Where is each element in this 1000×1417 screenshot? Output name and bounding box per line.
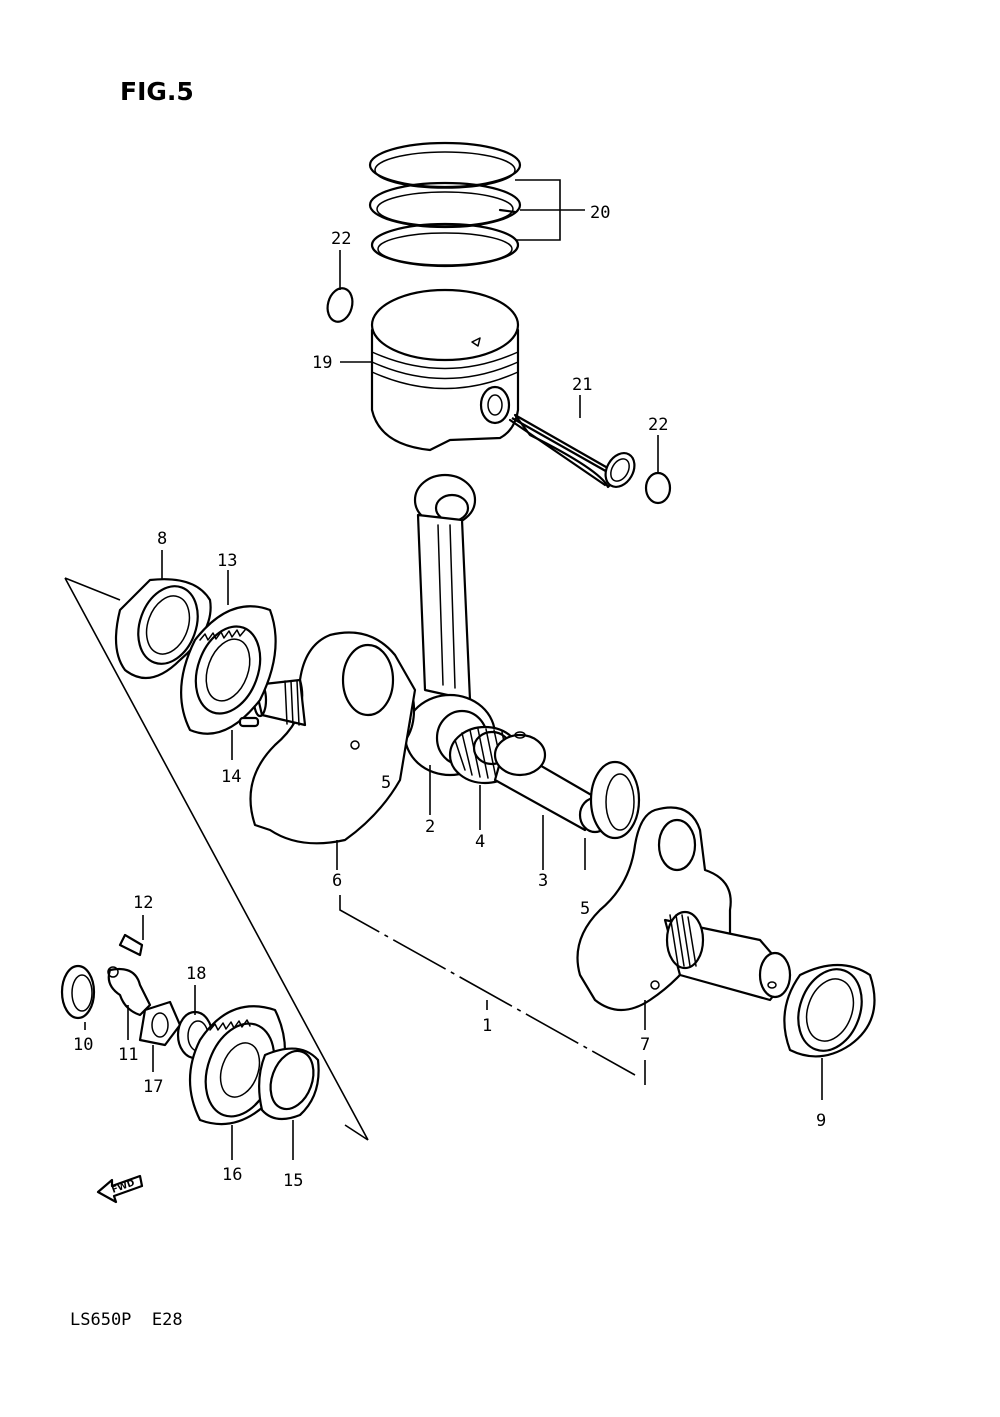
crankshaft-assembly-bracket [339,895,646,1085]
callout-4: 4 [475,832,485,852]
crankshaft-left [249,631,417,845]
callout-20: 20 [590,203,610,223]
oil-seal [60,964,96,1020]
thrust-washer-right [589,760,641,840]
woodruff-key [238,716,260,728]
callout-15: 15 [283,1171,303,1191]
crank-pin [493,731,612,834]
primary-drive-gear [180,605,277,735]
bearing-left [114,578,212,680]
callout-8: 8 [157,529,167,549]
callout-19: 19 [312,353,332,373]
crankshaft-right [576,806,792,1012]
callout-11: 11 [118,1045,138,1065]
callout-22-upper: 22 [331,229,351,249]
piston-ring-set [368,141,522,268]
piston-pin-circlip-upper [326,287,354,323]
callout-6: 6 [332,871,342,891]
callout-17: 17 [143,1077,163,1097]
model-code: LS650P E28 [70,1310,183,1330]
piston-pin-circlip-lower [644,471,672,505]
callout-1: 1 [482,1016,492,1036]
gear-nut [138,1000,182,1047]
callout-3: 3 [538,871,548,891]
piston [370,288,520,452]
callout-22-lower: 22 [648,415,668,435]
callout-5-left: 5 [381,773,391,793]
callout-labels: 20 22 19 21 22 8 13 14 5 2 4 6 3 5 12 18… [73,203,826,1191]
forward-arrow-icon: FWD [96,1174,144,1204]
callout-12: 12 [133,893,153,913]
callout-13: 13 [217,551,237,571]
callout-10: 10 [73,1035,93,1055]
callout-16: 16 [222,1165,242,1185]
callout-14: 14 [221,767,241,787]
piston-pin [508,413,636,489]
figure-title: FIG.5 [120,77,194,106]
callout-7: 7 [640,1035,650,1055]
callout-21: 21 [572,375,592,395]
retaining-plate [107,966,152,1017]
callout-18: 18 [186,964,206,984]
callout-9: 9 [816,1111,826,1131]
retaining-bolt [118,933,144,957]
bearing-right [783,964,876,1058]
spline-collar [258,1047,320,1121]
callout-2: 2 [425,817,435,837]
callout-5-right: 5 [580,899,590,919]
